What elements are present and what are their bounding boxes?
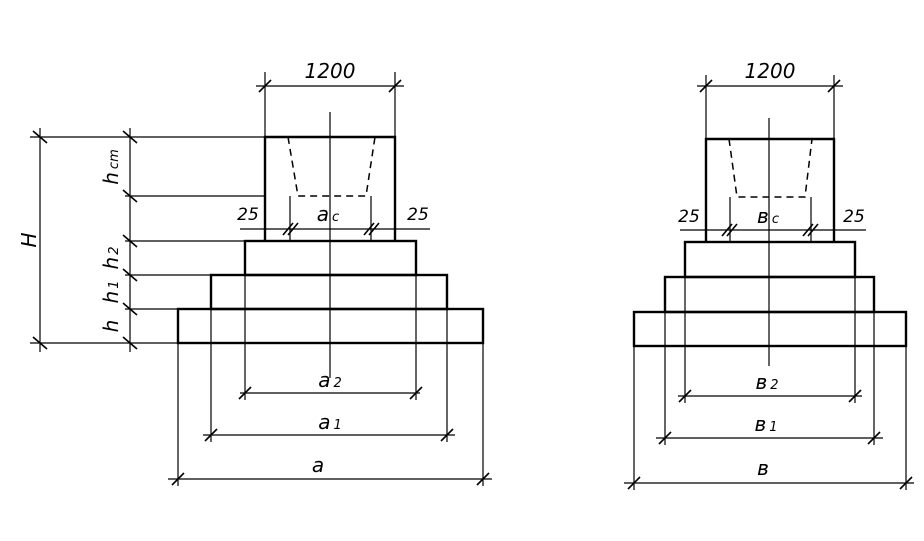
dimension-tick — [282, 222, 294, 236]
dimension-tick — [122, 302, 138, 316]
dimension-tick — [827, 79, 841, 93]
dim-label-hcm: hcm — [99, 149, 123, 185]
dimension-tick — [122, 130, 138, 144]
dimension-tick — [699, 79, 713, 93]
dimension-tick — [238, 386, 252, 400]
dimension-tick — [678, 389, 692, 403]
dim-label-25-left: 25 — [678, 207, 700, 227]
dim-label-a: a — [312, 453, 324, 477]
dimension-tick — [658, 431, 672, 445]
dim-label-b: в — [757, 456, 769, 480]
dim-label-h1: h1 — [99, 281, 123, 304]
dimension-tick — [721, 223, 733, 237]
dimension-tick — [848, 389, 862, 403]
dimension-tick — [122, 336, 138, 350]
dim-label-h: h — [99, 320, 123, 333]
dimension-tick — [627, 476, 641, 490]
dimension-tick — [171, 472, 185, 486]
dimension-tick — [204, 428, 218, 442]
dimension-tick — [867, 431, 881, 445]
dimension-tick — [287, 222, 299, 236]
dimension-tick — [368, 222, 380, 236]
right-top-step — [683, 240, 857, 279]
dimension-tick — [32, 130, 48, 144]
dim-label-h2: h2 — [99, 247, 123, 270]
right-column — [704, 137, 836, 242]
right-bottom-step — [632, 310, 908, 348]
dimension-tick — [363, 222, 375, 236]
left-middle-step — [209, 273, 449, 311]
dimension-tick — [122, 234, 138, 248]
dim-label-H: H — [17, 232, 41, 247]
dimension-tick — [122, 189, 138, 203]
right-glass-socket — [728, 138, 813, 198]
dim-label-25-left: 25 — [237, 205, 259, 225]
dimension-tick — [807, 223, 819, 237]
dimension-tick — [802, 223, 814, 237]
dimension-tick — [440, 428, 454, 442]
dimension-tick — [32, 336, 48, 350]
dim-label-1200: 1200 — [305, 59, 356, 83]
left-glass-socket — [287, 136, 376, 197]
dimension-tick — [726, 223, 738, 237]
dimension-tick — [409, 386, 423, 400]
dimension-tick — [122, 268, 138, 282]
dimension-tick — [258, 79, 272, 93]
dim-label-25-right: 25 — [843, 207, 865, 227]
dimension-tick — [388, 79, 402, 93]
dim-label-25-right: 25 — [407, 205, 429, 225]
dim-label-1200: 1200 — [745, 59, 796, 83]
dimension-tick — [899, 476, 913, 490]
dimension-tick — [476, 472, 490, 486]
